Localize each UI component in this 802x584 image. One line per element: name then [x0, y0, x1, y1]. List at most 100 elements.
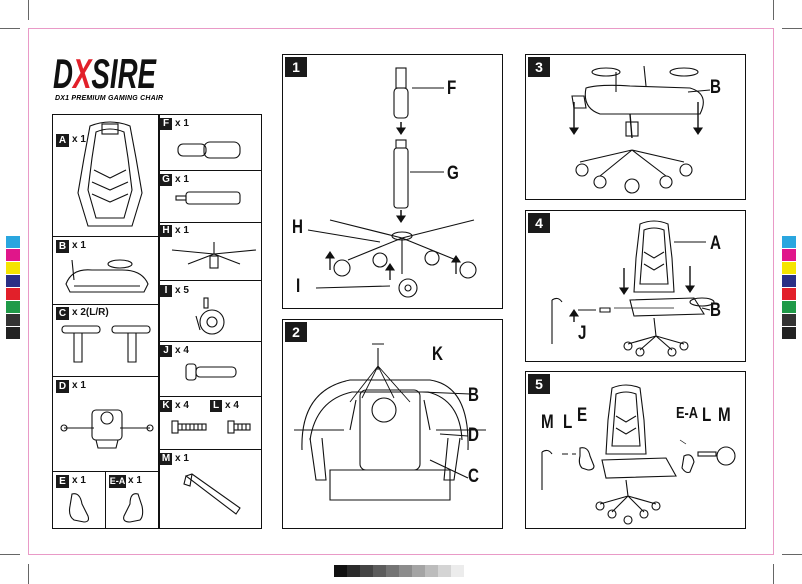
crop-mark [28, 564, 29, 584]
color-swatch [782, 262, 796, 274]
crop-mark [773, 564, 774, 584]
row-line [158, 170, 262, 172]
brand-subtitle: DX1 PREMIUM GAMING CHAIR [55, 95, 164, 102]
crop-mark [0, 28, 20, 29]
part-drawing-armrests [61, 325, 151, 363]
step-5-callout-L-right: L [702, 405, 712, 426]
step-1-panel [282, 54, 503, 309]
row-line [158, 222, 262, 224]
part-qty-I: x 5 [175, 285, 189, 296]
step-5-callout-M-left: M [541, 412, 554, 433]
part-tag-J: J [160, 345, 172, 357]
part-drawing-bolt-k [171, 420, 207, 434]
step-1-number: 1 [285, 57, 307, 77]
step-1-callout-F: F [447, 78, 457, 99]
step-2-drawing [294, 343, 486, 501]
step-5-callout-L-left: L [563, 412, 573, 433]
step-5-callout-E: E [577, 405, 588, 426]
part-qty-D: x 1 [72, 380, 86, 391]
row-line [52, 236, 158, 238]
page-border-left [28, 28, 29, 555]
row-line [158, 280, 262, 282]
part-tag-E-A: E-A [109, 475, 126, 488]
grey-swatch [399, 565, 412, 577]
page-border-bottom [28, 554, 774, 555]
part-qty-L: x 4 [225, 400, 239, 411]
brand-logo-text: DXSIRE [53, 50, 157, 97]
part-drawing-side-cover-e [68, 493, 90, 523]
crop-mark [782, 554, 802, 555]
step-4-drawing [551, 220, 715, 357]
part-qty-J: x 4 [175, 345, 189, 356]
step-3-callout-B: B [710, 77, 721, 98]
step-5-callout-E-A: E-A [676, 405, 699, 422]
step-2-callout-C: C [468, 466, 479, 487]
step-2-callout-K: K [432, 344, 443, 365]
part-tag-M: M [160, 453, 172, 465]
color-swatch [6, 301, 20, 313]
part-drawing-allen-key [183, 473, 241, 515]
part-tag-K: K [160, 400, 172, 412]
crop-mark [0, 554, 20, 555]
part-qty-G: x 1 [175, 174, 189, 185]
page-border-right [773, 28, 774, 555]
part-qty-F: x 1 [175, 118, 189, 129]
color-swatch [6, 262, 20, 274]
grey-swatch [360, 565, 373, 577]
step-4-number: 4 [528, 213, 550, 233]
grey-swatch [347, 565, 360, 577]
part-qty-H: x 1 [175, 225, 189, 236]
step-3-drawing [568, 65, 711, 194]
step-3-panel [525, 54, 746, 200]
part-qty-E: x 1 [72, 475, 86, 486]
color-swatch [6, 249, 20, 261]
part-tag-H: H [160, 225, 172, 237]
color-swatch [782, 314, 796, 326]
part-drawing-base [171, 242, 257, 269]
color-swatch [6, 275, 20, 287]
part-drawing-bolt-j [185, 363, 237, 381]
part-tag-E: E [56, 475, 69, 488]
part-tag-G: G [160, 174, 172, 186]
color-swatch [782, 236, 796, 248]
step-4-panel [525, 210, 746, 362]
step-2-callout-D: D [468, 425, 479, 446]
part-drawing-side-cover-ea [123, 493, 144, 523]
row-line [158, 341, 262, 343]
grey-swatch [451, 565, 464, 577]
step-4-callout-A: A [710, 233, 721, 254]
color-swatch [6, 327, 20, 339]
step-5-panel [525, 371, 746, 529]
part-drawing-bolt-l [227, 420, 251, 434]
color-swatch [782, 275, 796, 287]
part-drawing-backrest [77, 121, 143, 227]
step-2-callout-B: B [468, 385, 479, 406]
part-drawing-seat [65, 259, 149, 293]
grey-swatch [412, 565, 425, 577]
step-1-drawing [307, 67, 477, 298]
part-drawing-mechanism [60, 409, 154, 449]
part-qty-B: x 1 [72, 240, 86, 251]
color-swatch [6, 236, 20, 248]
page-border-top [28, 28, 774, 29]
part-tag-L: L [210, 400, 222, 412]
parts-divider [158, 114, 160, 529]
part-tag-B: B [56, 240, 69, 253]
parts-list [52, 114, 262, 529]
crop-mark [28, 0, 29, 20]
color-swatch [6, 288, 20, 300]
part-tag-A: A [56, 134, 69, 147]
step-5-number: 5 [528, 374, 550, 394]
step-5-drawing [541, 384, 736, 525]
step-4-callout-B: B [710, 300, 721, 321]
grey-swatch [373, 565, 386, 577]
grey-swatch [386, 565, 399, 577]
part-tag-D: D [56, 380, 69, 393]
part-drawing-caster [195, 297, 225, 335]
row-line [52, 376, 158, 378]
part-drawing-gas-lift [175, 191, 241, 205]
color-swatch [782, 288, 796, 300]
crop-mark [773, 0, 774, 20]
grey-swatch [334, 565, 347, 577]
part-qty-M: x 1 [175, 453, 189, 464]
